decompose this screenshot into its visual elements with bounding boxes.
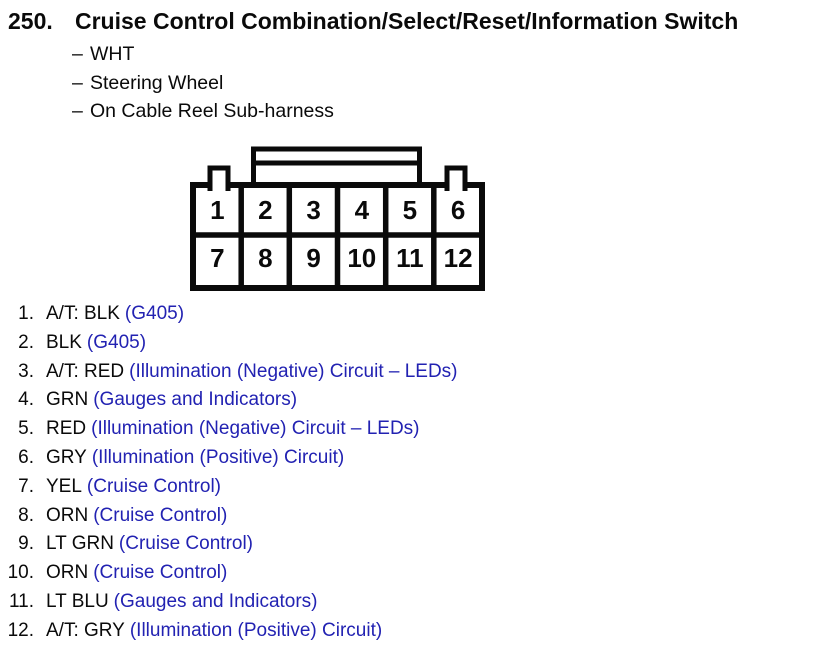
dash-bullet: –	[72, 43, 83, 65]
pin-number-3: 3	[306, 195, 320, 225]
circuit-label: (Cruise Control)	[86, 475, 222, 497]
attribute-item-harness: –On Cable Reel Sub-harness	[72, 97, 334, 126]
pin-row: 1. A/T: BLK(G405)	[0, 300, 458, 329]
attribute-label: Steering Wheel	[90, 71, 224, 94]
wire-color: GRN	[46, 389, 89, 411]
pin-index: 4.	[18, 389, 34, 411]
circuit-label: (Illumination (Negative) Circuit – LEDs)	[91, 418, 420, 440]
circuit-label: (Gauges and Indicators)	[113, 590, 318, 612]
pin-index: 7.	[18, 475, 34, 497]
wire-color: A/T: RED	[46, 360, 125, 382]
circuit-label: (Gauges and Indicators)	[93, 389, 298, 411]
circuit-label: (Illumination (Positive) Circuit)	[91, 446, 345, 468]
attribute-item-location: –Steering Wheel	[72, 69, 334, 98]
pin-index: 10.	[7, 562, 34, 584]
attribute-label: On Cable Reel Sub-harness	[90, 100, 334, 123]
circuit-label: (Illumination (Negative) Circuit – LEDs)	[129, 360, 458, 382]
pin-number-8: 8	[258, 243, 272, 273]
pin-index: 2.	[18, 331, 34, 353]
wire-color: BLK	[46, 331, 82, 353]
pin-number-10: 10	[347, 243, 376, 273]
pin-number-2: 2	[258, 195, 272, 225]
connector-notch-left	[207, 165, 231, 191]
connector-svg: 1 2 3 4 5 6 7 8 9 10 11 12	[190, 146, 485, 291]
pin-index: 3.	[18, 360, 34, 382]
pin-number-6: 6	[451, 195, 465, 225]
pin-number-5: 5	[403, 195, 417, 225]
pin-index: 11.	[8, 590, 34, 612]
pin-index: 1.	[18, 303, 34, 324]
pin-index: 9.	[18, 533, 34, 555]
pin-row: 7. YEL(Cruise Control)	[0, 473, 458, 502]
wire-color: RED	[46, 418, 87, 440]
connector-notch-right	[444, 165, 468, 191]
pin-number-11: 11	[396, 243, 424, 273]
pin-number-12: 12	[444, 243, 473, 273]
pin-number-9: 9	[306, 243, 320, 273]
item-number: 250.	[8, 8, 53, 34]
connector-diagram: 1 2 3 4 5 6 7 8 9 10 11 12	[190, 145, 490, 295]
circuit-label: (Illumination (Positive) Circuit)	[129, 619, 383, 641]
wire-color: LT BLU	[46, 590, 109, 612]
pin-index: 5.	[18, 418, 34, 440]
attribute-list: –WHT –Steering Wheel –On Cable Reel Sub-…	[72, 40, 334, 126]
pin-row: 8. ORN(Cruise Control)	[0, 502, 458, 531]
wire-color: ORN	[46, 504, 89, 526]
pin-list: 1.A/T: BLK(G405) 2.BLK(G405) 3.A/T: RED(…	[0, 300, 458, 646]
connector-lock-tab	[251, 146, 422, 188]
pin-index: 12.	[7, 619, 34, 641]
circuit-label: (Cruise Control)	[93, 562, 228, 584]
wire-color: YEL	[46, 475, 82, 497]
pin-row: 9. LT GRN(Cruise Control)	[0, 530, 458, 559]
wire-color: A/T: GRY	[46, 619, 125, 641]
attribute-item-color: –WHT	[72, 40, 334, 69]
pin-number-7: 7	[210, 243, 224, 273]
wire-color: A/T: BLK	[46, 303, 120, 324]
pin-number-1: 1	[210, 195, 224, 225]
page-title: Cruise Control Combination/Select/Reset/…	[75, 8, 739, 34]
wire-color: LT GRN	[46, 533, 114, 555]
pin-row: 5. RED(Illumination (Negative) Circuit – …	[0, 415, 458, 444]
wire-color: GRY	[46, 446, 87, 468]
dash-bullet: –	[72, 100, 83, 123]
circuit-label: (Cruise Control)	[93, 504, 228, 526]
pin-row: 3. A/T: RED(Illumination (Negative) Circu…	[0, 358, 458, 387]
circuit-label: (G405)	[124, 303, 185, 324]
pin-number-4: 4	[355, 195, 370, 225]
attribute-label: WHT	[90, 43, 135, 65]
pin-index: 6.	[18, 446, 34, 468]
dash-bullet: –	[72, 71, 83, 94]
pin-row: 11. LT BLU(Gauges and Indicators)	[0, 588, 458, 617]
circuit-label: (Cruise Control)	[118, 533, 254, 555]
pin-index: 8.	[18, 504, 34, 526]
header: 250. Cruise Control Combination/Select/R…	[8, 8, 832, 35]
pin-row: 10. ORN(Cruise Control)	[0, 559, 458, 588]
wire-color: ORN	[46, 562, 89, 584]
pin-row: 12. A/T: GRY(Illumination (Positive) Circ…	[0, 617, 458, 646]
pin-row: 6. GRY(Illumination (Positive) Circuit)	[0, 444, 458, 473]
pin-row: 4. GRN(Gauges and Indicators)	[0, 386, 458, 415]
circuit-label: (G405)	[86, 331, 147, 353]
pin-row: 2. BLK(G405)	[0, 329, 458, 358]
